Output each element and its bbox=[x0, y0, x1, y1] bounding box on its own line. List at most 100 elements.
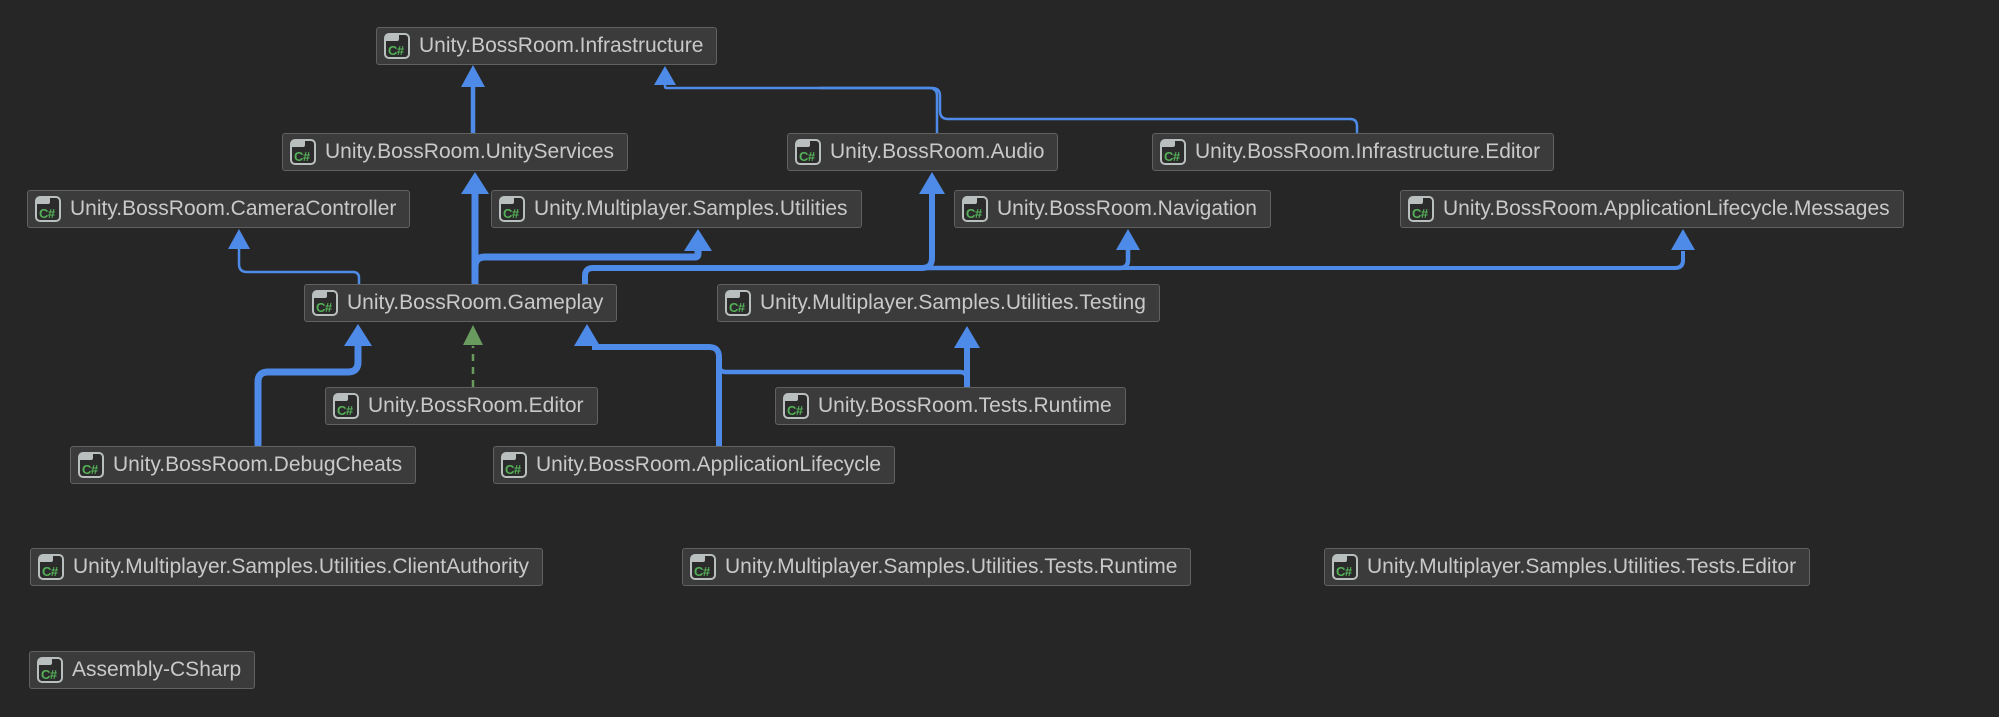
assembly-node-label: Unity.BossRoom.CameraController bbox=[70, 197, 397, 220]
csharp-script-icon: C# bbox=[78, 452, 104, 478]
icon-csharp-glyph: C# bbox=[337, 403, 353, 418]
icon-tab-decoration bbox=[726, 291, 740, 298]
edge-tests-runtime-to-gameplay bbox=[716, 358, 970, 387]
arrowhead-audio bbox=[919, 172, 945, 194]
assembly-node-label: Unity.Multiplayer.Samples.Utilities.Test… bbox=[725, 555, 1178, 578]
icon-csharp-glyph: C# bbox=[966, 206, 982, 221]
icon-tab-decoration bbox=[313, 291, 327, 298]
assembly-node-label: Unity.BossRoom.ApplicationLifecycle bbox=[536, 453, 882, 476]
assembly-node-label: Unity.Multiplayer.Samples.Utilities.Test… bbox=[1367, 555, 1797, 578]
assembly-node-editor[interactable]: C# Unity.BossRoom.Editor bbox=[325, 387, 598, 425]
assembly-node-cameracontroller[interactable]: C# Unity.BossRoom.CameraController bbox=[27, 190, 411, 228]
assembly-node-label: Unity.BossRoom.Navigation bbox=[997, 197, 1257, 220]
arrowhead-gameplay bbox=[574, 324, 600, 346]
icon-tab-decoration bbox=[385, 34, 399, 41]
csharp-script-icon: C# bbox=[725, 290, 751, 316]
assembly-node-label: Unity.BossRoom.Infrastructure.Editor bbox=[1195, 140, 1541, 163]
assembly-node-navigation[interactable]: C# Unity.BossRoom.Navigation bbox=[954, 190, 1271, 228]
icon-tab-decoration bbox=[500, 197, 514, 204]
edge-tests-runtime-to-testing bbox=[954, 326, 980, 387]
assembly-node-infrastructure[interactable]: C# Unity.BossRoom.Infrastructure bbox=[376, 27, 718, 65]
icon-csharp-glyph: C# bbox=[1164, 149, 1180, 164]
icon-csharp-glyph: C# bbox=[316, 300, 332, 315]
csharp-script-icon: C# bbox=[795, 139, 821, 165]
arrowhead-gameplay bbox=[344, 324, 372, 346]
icon-csharp-glyph: C# bbox=[787, 403, 803, 418]
assembly-node-label: Unity.BossRoom.UnityServices bbox=[325, 140, 615, 163]
edge-audio-to-infrastructure bbox=[654, 66, 939, 133]
csharp-script-icon: C# bbox=[690, 554, 716, 580]
arrowhead-unityservices bbox=[461, 172, 489, 194]
assembly-node-label: Unity.BossRoom.Tests.Runtime bbox=[818, 394, 1112, 417]
assembly-node-gameplay[interactable]: C#Unity.BossRoom.Gameplay bbox=[304, 284, 618, 322]
edge-infrastructure-editor-to-infrastructure bbox=[820, 86, 1359, 133]
icon-tab-decoration bbox=[36, 197, 50, 204]
arrowhead-messages bbox=[1671, 229, 1695, 250]
icon-tab-decoration bbox=[1161, 140, 1175, 147]
csharp-script-icon: C# bbox=[1160, 139, 1186, 165]
icon-csharp-glyph: C# bbox=[694, 564, 710, 579]
assembly-node-testing[interactable]: C# Unity.Multiplayer.Samples.Utilities.Te… bbox=[717, 284, 1160, 322]
icon-csharp-glyph: C# bbox=[82, 462, 98, 477]
assembly-node-label: Assembly-CSharp bbox=[72, 658, 242, 681]
assembly-node-label: Unity.BossRoom.Infrastructure bbox=[419, 34, 704, 57]
edge-editor-to-gameplay bbox=[463, 325, 483, 387]
icon-tab-decoration bbox=[691, 555, 705, 562]
icon-csharp-glyph: C# bbox=[39, 206, 55, 221]
assembly-node-infrastructure-editor[interactable]: C# Unity.BossRoom.Infrastructure.Editor bbox=[1152, 133, 1555, 171]
csharp-script-icon: C# bbox=[37, 657, 63, 683]
csharp-script-icon: C# bbox=[1332, 554, 1358, 580]
arrowhead-infrastructure bbox=[461, 65, 485, 87]
csharp-script-icon: C# bbox=[384, 33, 410, 59]
edge-unityservices-to-infrastructure bbox=[461, 65, 485, 133]
assembly-node-label: Unity.Multiplayer.Samples.Utilities bbox=[534, 197, 848, 220]
edge-applifecycle-to-gameplay bbox=[574, 324, 722, 446]
assembly-node-label: Unity.BossRoom.DebugCheats bbox=[113, 453, 403, 476]
assembly-node-tests-runtime[interactable]: C# Unity.BossRoom.Tests.Runtime bbox=[775, 387, 1126, 425]
icon-tab-decoration bbox=[1333, 555, 1347, 562]
csharp-script-icon: C# bbox=[962, 196, 988, 222]
assembly-node-label: Unity.BossRoom.Audio bbox=[830, 140, 1045, 163]
assembly-node-unityservices[interactable]: C#Unity.BossRoom.UnityServices bbox=[282, 133, 629, 171]
icon-tab-decoration bbox=[291, 140, 305, 147]
assembly-node-assembly-csharp[interactable]: C# Assembly-CSharp bbox=[29, 651, 256, 689]
icon-csharp-glyph: C# bbox=[42, 564, 58, 579]
arrowhead-navigation bbox=[1116, 229, 1140, 250]
csharp-script-icon: C# bbox=[38, 554, 64, 580]
assembly-node-label: Unity.Multiplayer.Samples.Utilities.Clie… bbox=[73, 555, 529, 578]
icon-csharp-glyph: C# bbox=[799, 149, 815, 164]
arrowhead-infrastructure bbox=[654, 66, 676, 85]
icon-csharp-glyph: C# bbox=[388, 43, 404, 58]
edge-gameplay-to-messages bbox=[583, 229, 1695, 284]
icon-csharp-glyph: C# bbox=[729, 300, 745, 315]
assembly-node-debugcheats[interactable]: C# Unity.BossRoom.DebugCheats bbox=[70, 446, 417, 484]
edge-debugcheats-to-gameplay bbox=[254, 324, 372, 446]
arrowhead-cameracontroller bbox=[228, 229, 250, 249]
icon-tab-decoration bbox=[39, 555, 53, 562]
icon-tab-decoration bbox=[784, 394, 798, 401]
assembly-node-utilities[interactable]: C#Unity.Multiplayer.Samples.Utilities bbox=[491, 190, 862, 228]
csharp-script-icon: C# bbox=[1408, 196, 1434, 222]
arrowhead-testing bbox=[954, 326, 980, 348]
assembly-node-messages[interactable]: C#Unity.BossRoom.ApplicationLifecycle.Me… bbox=[1400, 190, 1904, 228]
assembly-node-audio[interactable]: C# Unity.BossRoom.Audio bbox=[787, 133, 1059, 171]
icon-csharp-glyph: C# bbox=[41, 667, 57, 682]
assembly-node-client-authority[interactable]: C# Unity.Multiplayer.Samples.Utilities.Cl… bbox=[30, 548, 543, 586]
edge-gameplay-to-utilities bbox=[471, 229, 712, 284]
assembly-node-label: Unity.BossRoom.Editor bbox=[368, 394, 584, 417]
csharp-script-icon: C# bbox=[783, 393, 809, 419]
arrowhead-gameplay bbox=[463, 325, 483, 345]
icon-csharp-glyph: C# bbox=[1336, 564, 1352, 579]
assembly-node-utilities-tests-editor[interactable]: C# Unity.Multiplayer.Samples.Utilities.Te… bbox=[1324, 548, 1811, 586]
icon-tab-decoration bbox=[1409, 197, 1423, 204]
assembly-node-utilities-tests-runtime[interactable]: C# Unity.Multiplayer.Samples.Utilities.Te… bbox=[682, 548, 1192, 586]
edge-gameplay-to-cameracontroller bbox=[228, 229, 361, 284]
assembly-node-applifecycle[interactable]: C# Unity.BossRoom.ApplicationLifecycle bbox=[493, 446, 896, 484]
icon-tab-decoration bbox=[334, 394, 348, 401]
icon-tab-decoration bbox=[502, 453, 516, 460]
icon-csharp-glyph: C# bbox=[505, 462, 521, 477]
icon-tab-decoration bbox=[79, 453, 93, 460]
assembly-node-label: Unity.Multiplayer.Samples.Utilities.Test… bbox=[760, 291, 1146, 314]
